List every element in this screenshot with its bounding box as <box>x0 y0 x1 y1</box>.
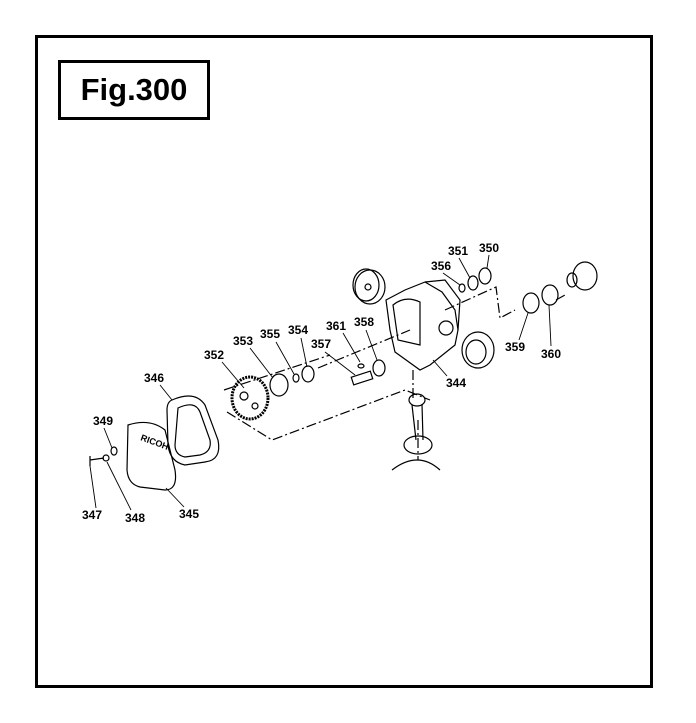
part-label-352: 352 <box>203 348 225 362</box>
gear-housing-344 <box>385 279 461 371</box>
part-label-348: 348 <box>124 511 146 525</box>
part-label-350: 350 <box>478 241 500 255</box>
part-label-358: 358 <box>353 315 375 329</box>
flange-disc-right <box>461 331 495 369</box>
bearing-360 <box>541 284 559 306</box>
part-label-360: 360 <box>540 347 562 361</box>
part-label-355: 355 <box>259 327 281 341</box>
part-label-353: 353 <box>232 334 254 348</box>
part-label-346: 346 <box>143 371 165 385</box>
bearing-359 <box>522 292 540 314</box>
bearing-358 <box>372 359 386 377</box>
key-361 <box>357 363 365 369</box>
part-label-351: 351 <box>447 244 469 258</box>
part-label-345: 345 <box>178 507 200 521</box>
gear-352 <box>230 375 270 421</box>
bearing-354 <box>301 365 315 383</box>
circlip-355 <box>292 373 300 383</box>
cover-345 <box>126 421 177 491</box>
oil-seal-350 <box>478 267 492 285</box>
part-label-347: 347 <box>81 508 103 522</box>
pin-357 <box>350 370 374 386</box>
assembly-lines <box>223 286 566 460</box>
figure-title: Fig.300 <box>58 60 210 120</box>
screw-347 <box>89 456 105 466</box>
part-label-354: 354 <box>287 323 309 337</box>
leader-lines <box>89 254 552 511</box>
flange-disc-top <box>352 268 386 305</box>
diagram-frame <box>35 35 653 688</box>
cover-logo: RICOH <box>139 432 170 451</box>
part-label-344: 344 <box>445 376 467 390</box>
part-label-357: 357 <box>310 337 332 351</box>
shaft-end-rear <box>566 261 598 291</box>
part-label-356: 356 <box>430 259 452 273</box>
ring-356 <box>458 283 466 293</box>
part-label-361: 361 <box>325 319 347 333</box>
gasket-346 <box>166 395 220 466</box>
part-label-349: 349 <box>92 414 114 428</box>
ring-351 <box>467 275 479 291</box>
part-label-359: 359 <box>504 340 526 354</box>
washer-349 <box>110 446 118 456</box>
bearing-353 <box>269 373 289 397</box>
connecting-rod <box>391 393 441 471</box>
